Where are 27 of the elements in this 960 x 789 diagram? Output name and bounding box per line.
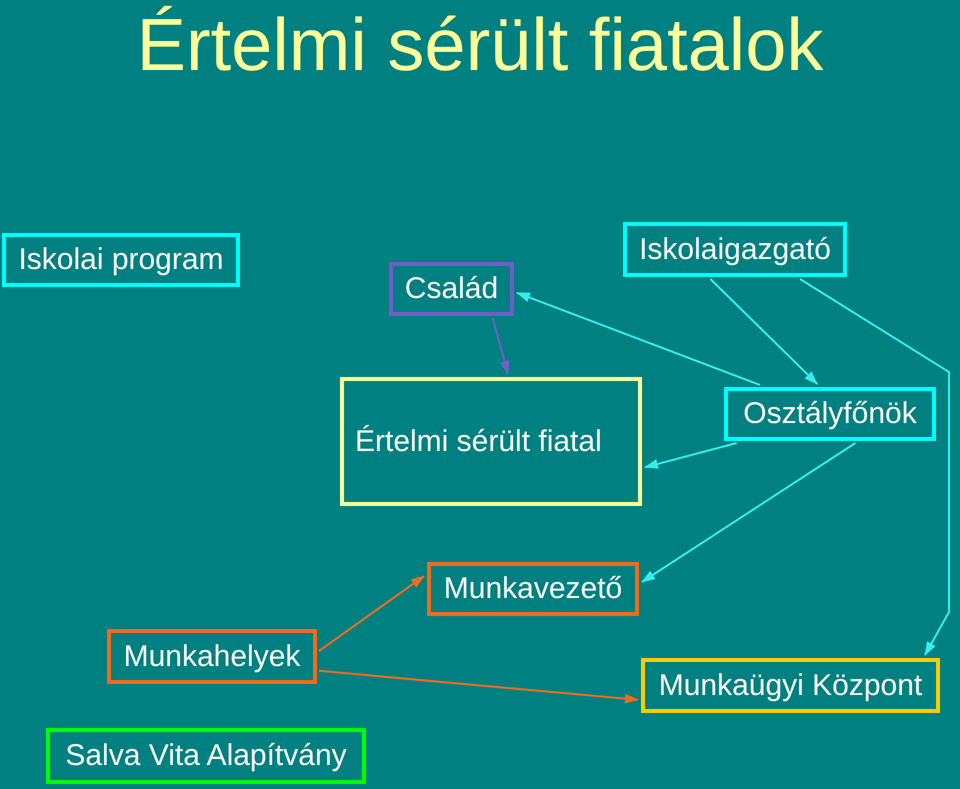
- concept-box: [389, 262, 514, 316]
- box-label: Salva Vita Alapítvány: [65, 739, 347, 773]
- arrow: [318, 670, 639, 704]
- concept-box: [641, 658, 940, 713]
- arrow: [710, 278, 818, 385]
- arrow: [516, 292, 760, 386]
- concept-box: [46, 728, 366, 784]
- arrow: [318, 575, 425, 652]
- concept-box: [340, 377, 642, 506]
- box-label: Család: [404, 272, 498, 306]
- box-label: Osztályfőnök: [743, 397, 917, 431]
- box-label: Iskolaigazgató: [639, 232, 831, 266]
- box-label: Iskolai program: [18, 243, 224, 277]
- box-label: Munkaügyi Központ: [658, 668, 922, 702]
- diagram-title: Értelmi sérült fiatalok: [136, 2, 824, 87]
- concept-box: [107, 629, 317, 684]
- concept-box: [623, 222, 847, 277]
- concept-box: [724, 387, 936, 441]
- arrow: [799, 278, 950, 656]
- box-label: Munkavezető: [444, 572, 622, 606]
- arrow: [644, 442, 737, 469]
- arrow: [641, 442, 856, 583]
- box-label: Munkahelyek: [124, 640, 300, 674]
- box-label: Értelmi sérült fiatal: [355, 424, 602, 458]
- concept-box: [2, 233, 240, 287]
- arrow: [492, 318, 510, 375]
- concept-box: [427, 562, 639, 616]
